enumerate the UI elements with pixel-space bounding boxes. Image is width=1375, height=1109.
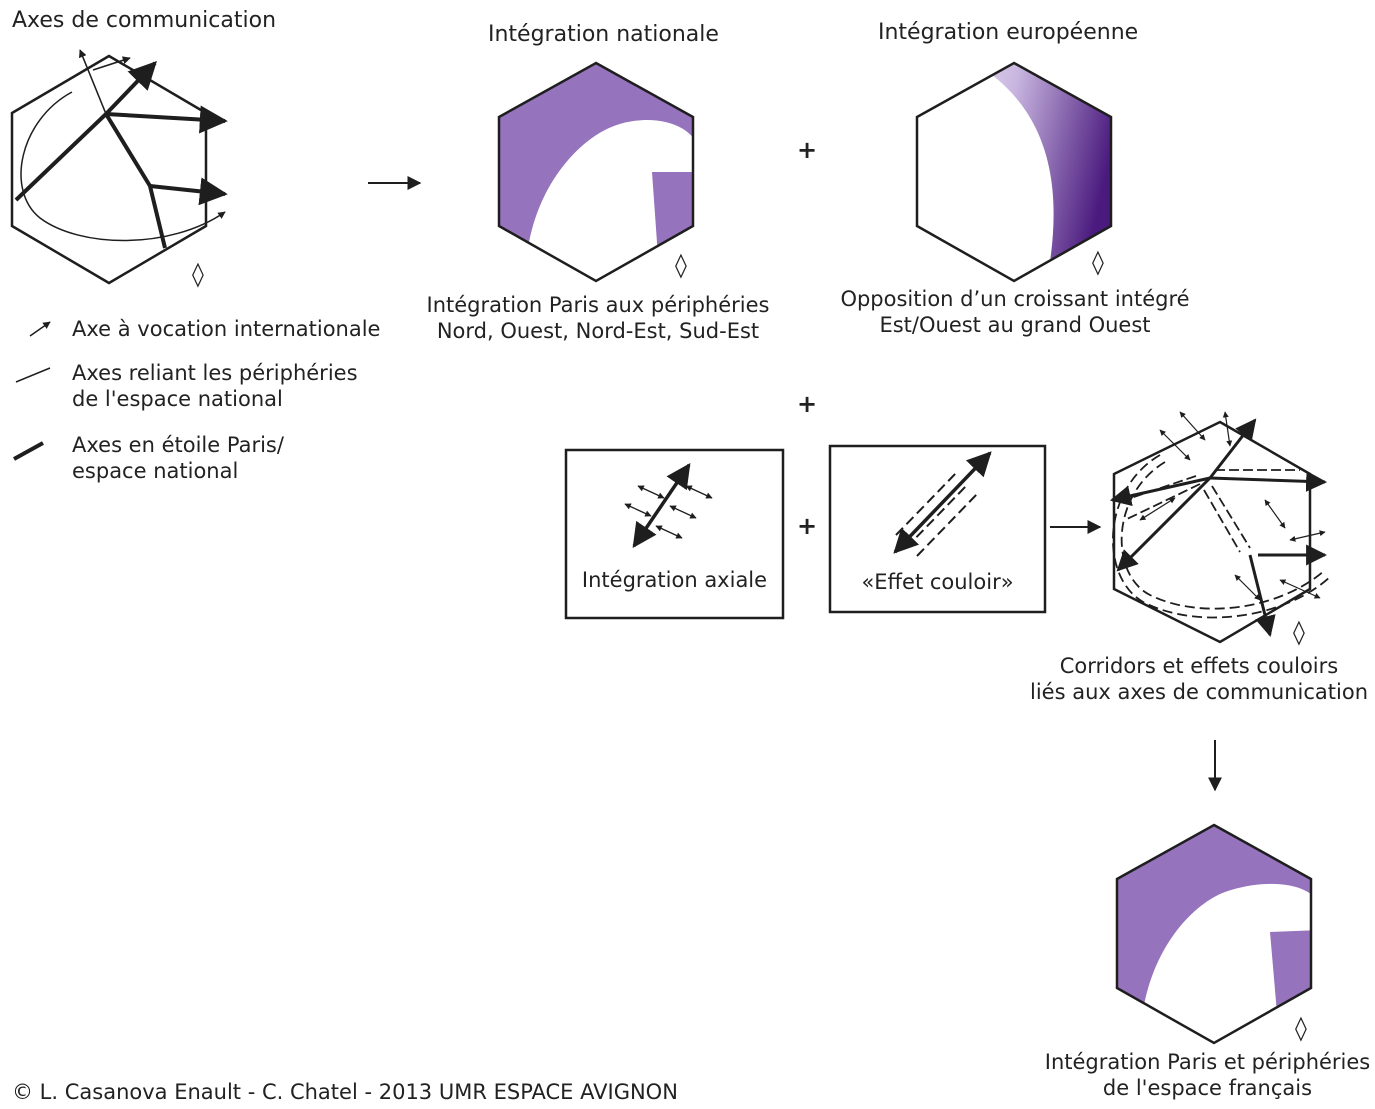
diamond-symbol: ◊	[1293, 618, 1305, 646]
diamond-symbol: ◊	[1092, 248, 1104, 276]
corridors-hexagon	[1109, 411, 1331, 644]
final-hexagon	[1115, 823, 1313, 1045]
europeenne-caption-line1: Opposition d’un croissant intégré	[840, 287, 1190, 311]
nationale-hexagon	[497, 61, 695, 283]
couloir-box	[828, 444, 1047, 614]
corridors-caption: Corridors et effets couloirs liés aux ax…	[1025, 654, 1373, 705]
legend-symbols	[13, 321, 51, 461]
legend-item-international: Axe à vocation internationale	[72, 317, 380, 343]
credit-line: © L. Casanova Enault - C. Chatel - 2013 …	[12, 1080, 678, 1104]
communication-axes-hexagon	[10, 49, 228, 285]
final-caption-line2: de l'espace français	[1102, 1075, 1313, 1100]
diamond-symbol: ◊	[192, 260, 204, 288]
final-caption: Intégration Paris et périphéries de l'es…	[1040, 1050, 1375, 1101]
star-axes	[14, 60, 228, 249]
europeenne-caption-line2: Est/Ouest au grand Ouest	[879, 312, 1151, 337]
legend-star-line2: espace national	[72, 458, 239, 483]
plus-sign: +	[797, 512, 818, 540]
nationale-caption-line2: Nord, Ouest, Nord-Est, Sud-Est	[436, 318, 760, 343]
legend-item-peripheries: Axes reliant les périphéries de l'espace…	[72, 361, 358, 412]
nationale-caption: Intégration Paris aux périphéries Nord, …	[418, 293, 778, 344]
axes-title: Axes de communication	[12, 8, 277, 33]
legend-peripheries-line2: de l'espace national	[72, 386, 283, 411]
legend-item-star: Axes en étoile Paris/ espace national	[72, 433, 284, 484]
nationale-caption-line1: Intégration Paris aux périphéries	[426, 293, 770, 317]
peripheral-links-curve	[20, 91, 226, 242]
international-axes	[79, 49, 131, 115]
legend-peripheries-line1: Axes reliant les périphéries	[72, 361, 358, 385]
final-caption-line1: Intégration Paris et périphéries	[1044, 1050, 1371, 1074]
axiale-box	[564, 448, 785, 620]
legend-international-label: Axe à vocation internationale	[72, 317, 381, 341]
europeenne-hexagon	[915, 61, 1113, 283]
plus-sign: +	[797, 136, 818, 164]
plus-sign: +	[797, 390, 818, 418]
corridors-caption-line2: liés aux axes de communication	[1030, 679, 1368, 704]
europeenne-title: Intégration européenne	[878, 20, 1139, 45]
diamond-symbol: ◊	[675, 251, 687, 279]
europeenne-caption: Opposition d’un croissant intégré Est/Ou…	[830, 287, 1200, 338]
nationale-title: Intégration nationale	[488, 22, 719, 47]
corridors-caption-line1: Corridors et effets couloirs	[1059, 654, 1339, 678]
axiale-label: Intégration axiale	[581, 568, 768, 592]
diamond-symbol: ◊	[1295, 1014, 1307, 1042]
legend-star-line1: Axes en étoile Paris/	[72, 433, 284, 457]
couloir-label: «Effet couloir»	[861, 570, 1014, 594]
